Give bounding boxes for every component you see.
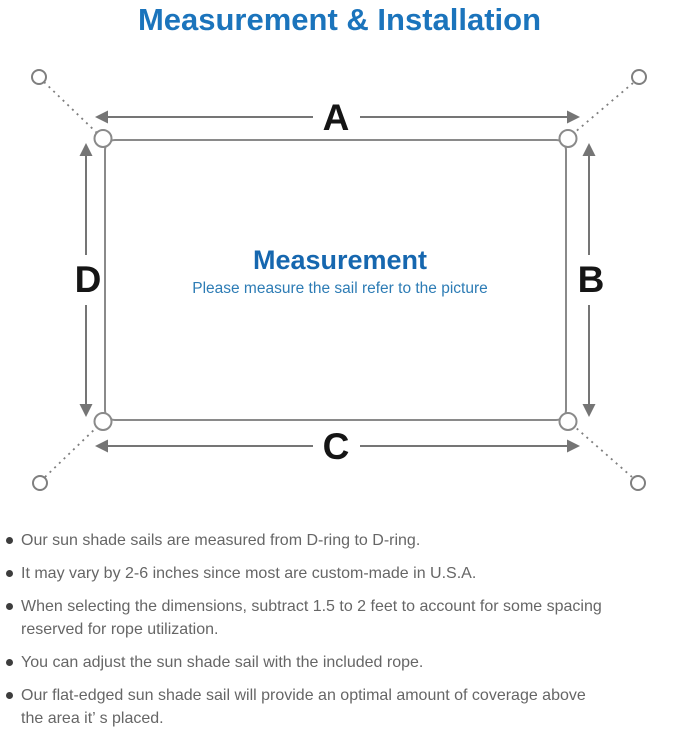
note-text: Our sun shade sails are measured from D-… <box>21 532 421 549</box>
rope-dashed-line-top-right <box>573 82 634 134</box>
dimension-label-a: A <box>323 97 350 138</box>
diagram-center-subtitle: Please measure the sail refer to the pic… <box>192 280 488 297</box>
note-text: You can adjust the sun shade sail with t… <box>21 654 424 671</box>
note-item: When selecting the dimensions, subtract … <box>6 595 671 641</box>
dimension-label-c: C <box>323 426 350 467</box>
rope-dashed-line-bottom-left <box>44 426 98 478</box>
measurement-diagram: A C D B Measurement Please measure the s… <box>0 60 679 510</box>
arrow-a-head-left <box>95 110 108 124</box>
d-ring-bottom-right <box>558 412 578 431</box>
note-item: You can adjust the sun shade sail with t… <box>6 651 671 674</box>
arrow-c-head-right <box>567 439 580 453</box>
note-item: Our flat-edged sun shade sail will provi… <box>6 684 671 730</box>
bullet-icon <box>6 692 13 699</box>
arrow-c-head-left <box>95 439 108 453</box>
arrow-b-head-up <box>582 143 596 156</box>
bullet-icon <box>6 603 13 610</box>
arrow-b-head-down <box>582 404 596 417</box>
d-ring-top-left <box>93 129 113 148</box>
d-ring-top-right <box>558 129 578 148</box>
arrow-a-head-right <box>567 110 580 124</box>
page-title: Measurement & Installation <box>137 2 542 37</box>
dimension-label-d: D <box>75 259 102 300</box>
diagram-center-title: Measurement <box>253 245 427 275</box>
rope-dashed-line-top-left <box>43 81 98 134</box>
note-item: It may vary by 2-6 inches since most are… <box>6 562 671 585</box>
note-text: When selecting the dimensions, subtract … <box>21 598 602 638</box>
note-text: Our flat-edged sun shade sail will provi… <box>21 687 586 727</box>
anchor-point-bottom-right <box>630 475 646 491</box>
notes-list: Our sun shade sails are measured from D-… <box>0 529 679 739</box>
bullet-icon <box>6 659 13 666</box>
note-text: It may vary by 2-6 inches since most are… <box>21 565 477 582</box>
dimension-label-b: B <box>578 259 605 300</box>
anchor-point-top-right <box>631 69 647 85</box>
sail-outline <box>104 139 567 421</box>
bullet-icon <box>6 570 13 577</box>
diagram-svg: A C D B Measurement Please measure the s… <box>31 69 647 491</box>
arrow-d-head-up <box>79 143 93 156</box>
arrow-d-head-down <box>79 404 93 417</box>
anchor-point-top-left <box>31 69 47 85</box>
note-item: Our sun shade sails are measured from D-… <box>6 529 671 552</box>
d-ring-bottom-left <box>93 412 113 431</box>
anchor-point-bottom-left <box>32 475 48 491</box>
bullet-icon <box>6 537 13 544</box>
rope-dashed-line-bottom-right <box>574 426 633 478</box>
